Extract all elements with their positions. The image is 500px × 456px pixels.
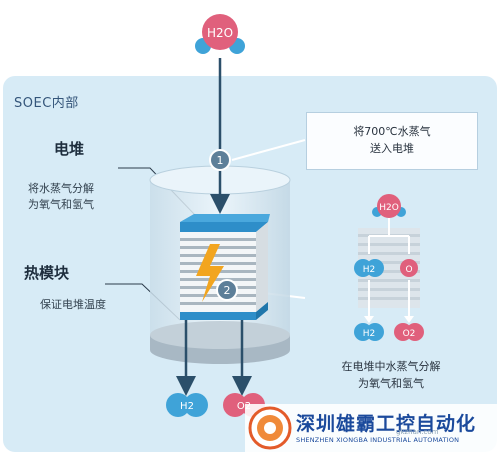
input-molecule: H2O xyxy=(195,14,245,54)
detail-mid-h2-molecule: H2 xyxy=(354,259,384,277)
stack-description: 将水蒸气分解 为氧气和氢气 xyxy=(22,181,142,213)
step1-connector xyxy=(231,139,306,161)
detail-mid-left-label: H2 xyxy=(363,265,376,275)
output-h2-label: H2 xyxy=(180,401,194,412)
step2-line2: 为氧气和氢气 xyxy=(358,377,424,390)
stack-label-block: 电堆 将水蒸气分解 为氧气和氢气 xyxy=(22,138,142,213)
step2-line1: 在电堆中水蒸气分解 xyxy=(341,360,441,373)
output-o2-label: O2 xyxy=(237,401,251,412)
stack-desc-line2: 为氧气和氢气 xyxy=(28,198,94,211)
detail-mid-right-label: O xyxy=(405,265,412,275)
watermark-en: SHENZHEN XIONGBA INDUSTRIAL AUTOMATION xyxy=(296,436,460,444)
step1-line1: 将700℃水蒸气 xyxy=(353,125,431,138)
stack-desc-line1: 将水蒸气分解 xyxy=(28,182,94,195)
step2-number: 2 xyxy=(224,284,231,297)
step2-caption: 在电堆中水蒸气分解 为氧气和氢气 xyxy=(306,358,476,392)
step2-badge: 2 xyxy=(216,279,238,301)
thermal-heading: 热模块 xyxy=(24,264,70,282)
thermal-label-block: 热模块 保证电堆温度 xyxy=(22,262,142,313)
watermark-cn: 深圳雄霸工控自动化 xyxy=(296,413,477,435)
input-molecule-label: H2O xyxy=(207,26,233,40)
step1-info-box: 将700℃水蒸气 送入电堆 xyxy=(306,112,478,170)
detail-out-h2-molecule: H2 xyxy=(354,323,384,341)
panel-title: SOEC内部 xyxy=(14,96,79,111)
detail-out-o2-molecule: O2 xyxy=(394,323,424,341)
thermal-description: 保证电堆温度 xyxy=(40,298,106,311)
detail-mid-o-molecule: O xyxy=(400,259,418,277)
stack-heading: 电堆 xyxy=(54,140,85,158)
step1-badge: 1 xyxy=(209,149,231,171)
step1-line2: 送入电堆 xyxy=(370,142,414,155)
step1-number: 1 xyxy=(217,154,224,167)
output-h2-molecule: H2 xyxy=(166,393,208,417)
detail-out-left-label: H2 xyxy=(363,329,376,339)
lightning-icon xyxy=(196,244,224,302)
detail-input-molecule: H2O xyxy=(372,194,406,218)
watermark-site: gkzhan.com xyxy=(396,428,439,436)
detail-input-label: H2O xyxy=(379,203,399,213)
detail-out-right-label: O2 xyxy=(403,329,416,339)
